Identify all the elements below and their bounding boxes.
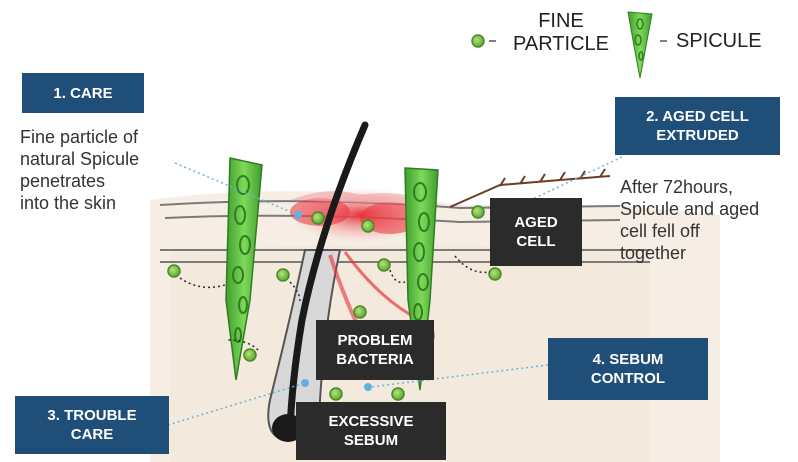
legend-spicule-icon xyxy=(628,12,652,78)
legend-spicule-label: SPICULE xyxy=(676,30,776,53)
callout-aged-cell: AGED CELL xyxy=(490,198,582,266)
step-trouble-care-label: 3. TROUBLE CARE xyxy=(15,396,169,454)
legend-particle-icon xyxy=(472,35,484,47)
step-sebum-control-label: 4. SEBUM CONTROL xyxy=(548,338,708,400)
callout-excessive-sebum: EXCESSIVE SEBUM xyxy=(296,402,446,460)
step-aged-cell-extruded-description: After 72hours, Spicule and aged cell fel… xyxy=(620,176,796,264)
step-care-label: 1. CARE xyxy=(22,73,144,113)
step-aged-cell-extruded-label: 2. AGED CELL EXTRUDED xyxy=(615,97,780,155)
callout-problem-bacteria: PROBLEM BACTERIA xyxy=(316,320,434,380)
step-care-description: Fine particle of natural Spicule penetra… xyxy=(20,126,180,214)
legend-particle-label: FINE PARTICLE xyxy=(500,10,622,56)
